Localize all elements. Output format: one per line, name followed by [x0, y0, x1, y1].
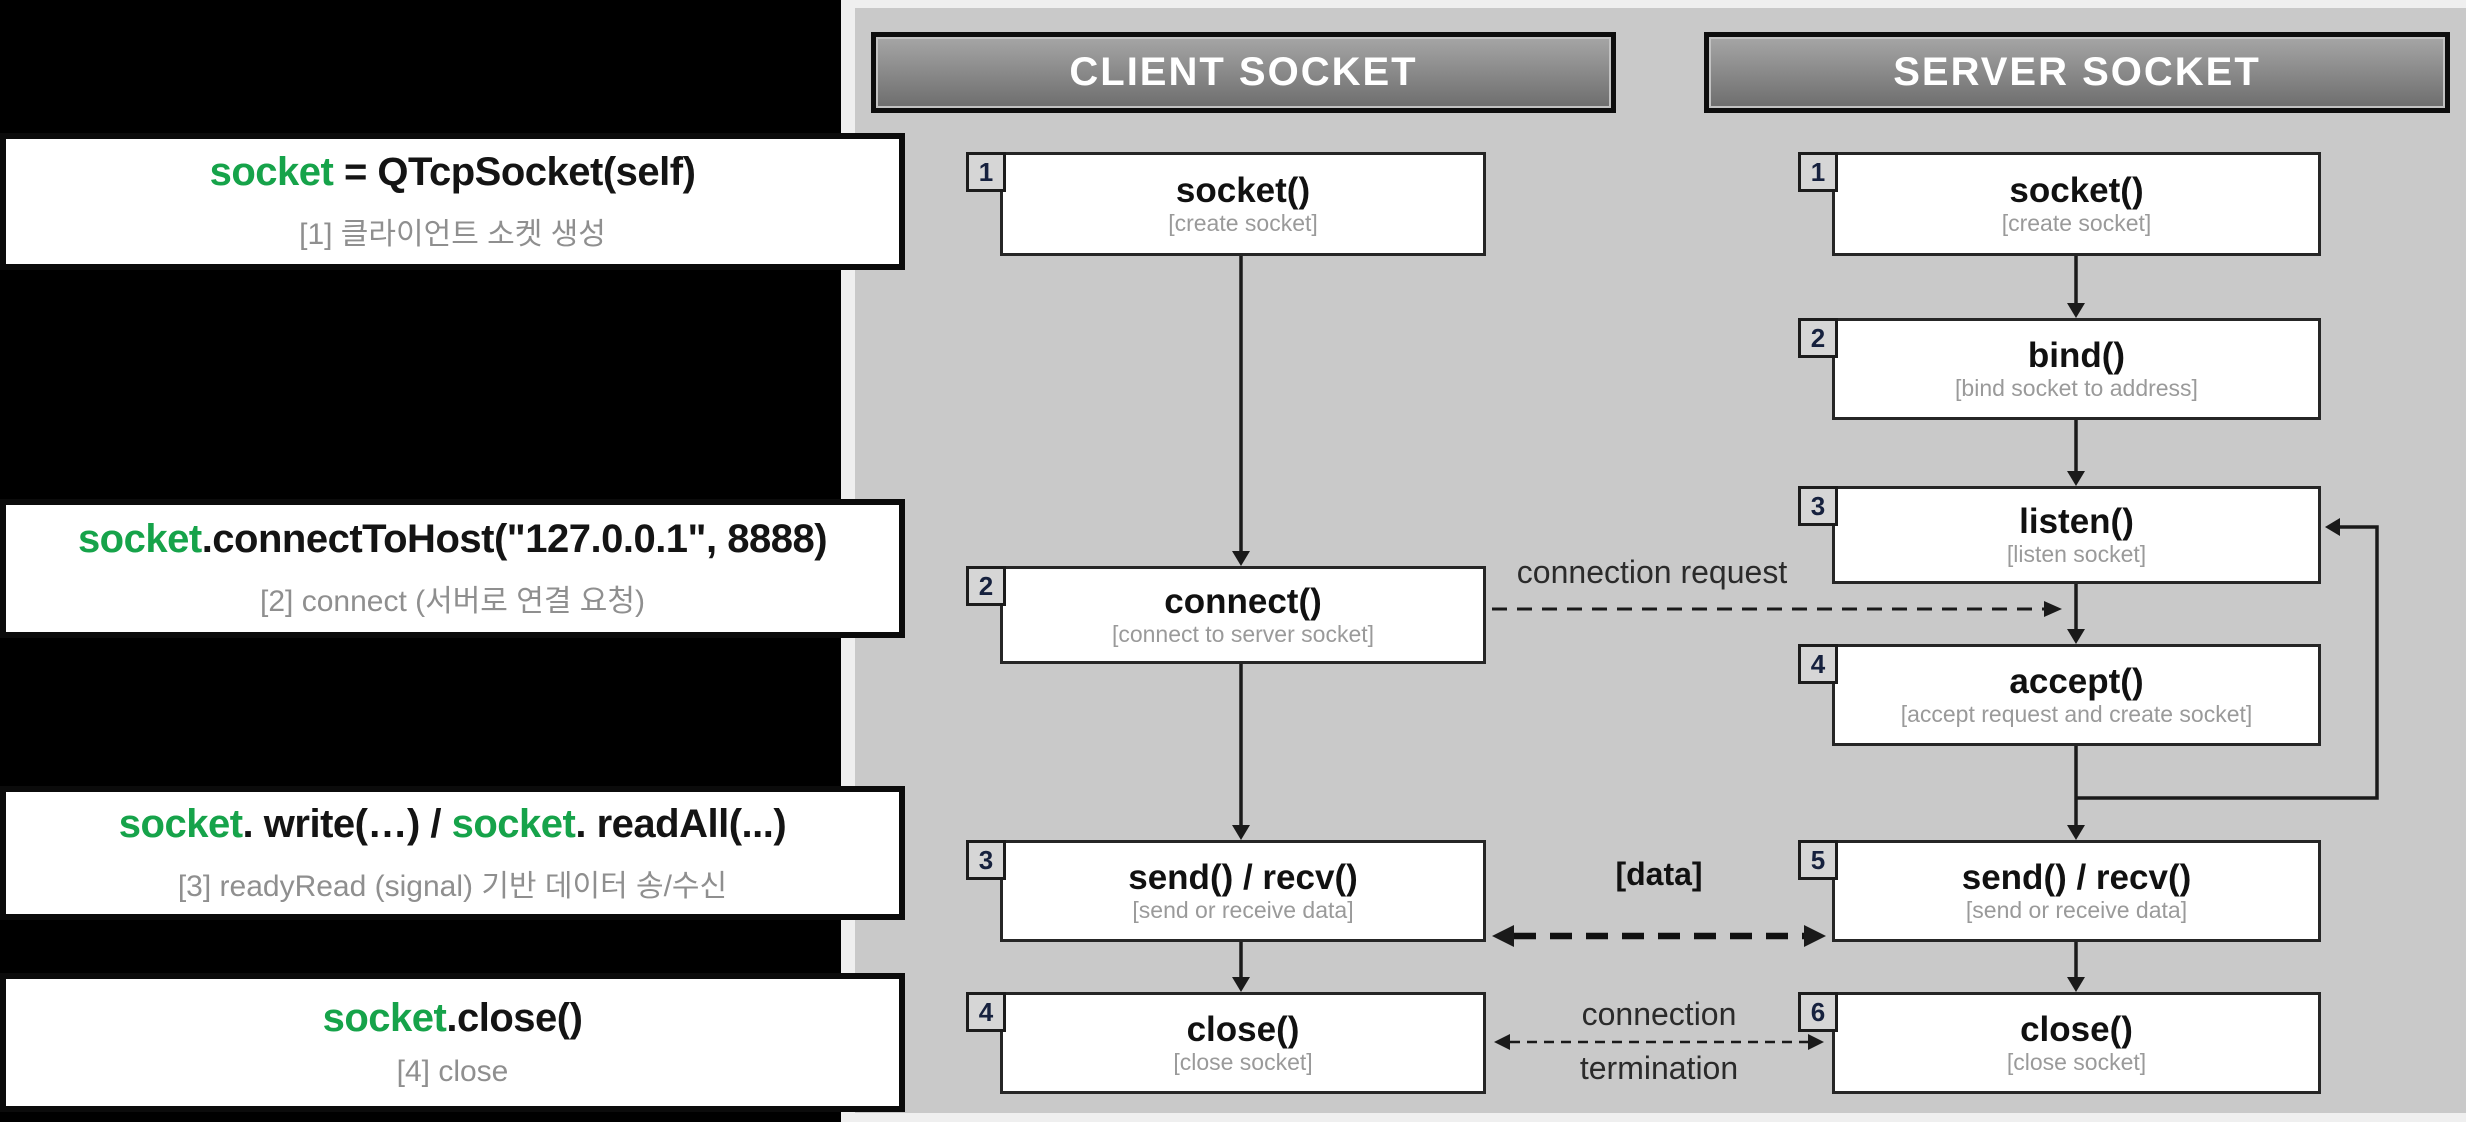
flow-box-subtitle: [listen socket]: [2006, 540, 2147, 567]
step-number-tab: 1: [966, 152, 1006, 192]
step-number-tab: 1: [1798, 152, 1838, 192]
code-note: socket = QTcpSocket(self) [1] 클라이언트 소켓 생…: [0, 133, 905, 270]
arrowhead: [1804, 925, 1826, 947]
flow-box-title: send() / recv(): [1128, 858, 1358, 898]
connection-request-label: connection request: [1516, 554, 1788, 590]
code-note: socket.connectToHost("127.0.0.1", 8888) …: [0, 499, 905, 638]
code-note: socket.close() [4] close: [0, 973, 905, 1112]
flow-box-client-close: 4 close() [close socket]: [966, 992, 1486, 1094]
client-socket-header-label: CLIENT SOCKET: [1069, 50, 1418, 94]
flow-box-client-socket: 1 socket() [create socket]: [966, 152, 1486, 256]
flow-box-server-send-recv: 5 send() / recv() [send or receive data]: [1798, 840, 2321, 942]
flow-box-client-connect: 2 connect() [connect to server socket]: [966, 566, 1486, 664]
code-line: socket.close(): [323, 996, 583, 1041]
code-segment: socket: [77, 517, 202, 561]
step-number-tab: 2: [966, 566, 1006, 606]
flow-box-subtitle: [close socket]: [1173, 1048, 1313, 1075]
flow-box-subtitle: [bind socket to address]: [1955, 374, 2198, 401]
step-number-tab: 6: [1798, 992, 1838, 1032]
code-line: socket = QTcpSocket(self): [210, 150, 696, 195]
code-segment: .close(): [446, 996, 583, 1040]
flow-box-server-listen: 3 listen() [listen socket]: [1798, 486, 2321, 584]
flow-box-subtitle: [close socket]: [2006, 1048, 2147, 1075]
flow-box-server-accept: 4 accept() [accept request and create so…: [1798, 644, 2321, 746]
server-socket-header: SERVER SOCKET: [1704, 32, 2450, 113]
arrowhead: [1232, 551, 1250, 566]
arrowhead: [2067, 825, 2085, 840]
flow-box-subtitle: [create socket]: [1168, 209, 1318, 236]
step-number-tab: 3: [966, 840, 1006, 880]
data-label: [data]: [1615, 856, 1703, 892]
step-number-tab: 5: [1798, 840, 1838, 880]
arrowhead: [2044, 601, 2062, 617]
flow-box-title: socket(): [1175, 171, 1311, 211]
code-segment: socket: [451, 801, 576, 846]
arrowhead: [1232, 977, 1250, 992]
arrowhead: [2067, 471, 2085, 486]
flow-box-title: close(): [2020, 1010, 2133, 1050]
code-caption: [3] readyRead (signal) 기반 데이터 송/수신: [177, 869, 728, 903]
code-caption: [1] 클라이언트 소켓 생성: [299, 218, 606, 251]
code-line: socket. write(…) / socket. readAll(...): [118, 801, 787, 847]
flow-box-subtitle: [create socket]: [2001, 209, 2152, 236]
flow-box-title: connect(): [1164, 582, 1322, 622]
code-segment: socket: [322, 996, 447, 1040]
arrowhead: [1494, 1034, 1510, 1050]
step-number-tab: 3: [1798, 486, 1838, 526]
code-segment: socket: [209, 150, 334, 194]
step-number-tab: 2: [1798, 318, 1838, 358]
flow-box-subtitle: [send or receive data]: [1132, 896, 1354, 923]
flow-box-title: accept(): [2009, 662, 2144, 702]
arrowhead: [2067, 977, 2085, 992]
code-segment: .connectToHost("127.0.0.1", 8888): [201, 517, 828, 561]
arrowhead: [2325, 518, 2340, 536]
flow-box-title: close(): [1186, 1010, 1300, 1050]
flow-box-subtitle: [accept request and create socket]: [1900, 700, 2253, 727]
arrowhead: [2067, 629, 2085, 644]
arrow-accept-loop-to-listen: [2076, 525, 2379, 800]
flow-box-server-socket: 1 socket() [create socket]: [1798, 152, 2321, 256]
flow-box-title: listen(): [2019, 502, 2134, 542]
flow-box-subtitle: [send or receive data]: [1965, 896, 2188, 923]
arrowhead: [1232, 825, 1250, 840]
code-segment: socket: [118, 801, 243, 846]
step-number-tab: 4: [1798, 644, 1838, 684]
termination-label-line2: termination: [1579, 1050, 1739, 1086]
flow-box-subtitle: [connect to server socket]: [1111, 620, 1375, 647]
client-socket-header: CLIENT SOCKET: [871, 32, 1616, 113]
server-socket-header-label: SERVER SOCKET: [1893, 50, 2261, 94]
termination-label-line1: connection: [1581, 996, 1737, 1032]
arrowhead: [1492, 925, 1514, 947]
code-caption: [2] connect (서버로 연결 요청): [260, 585, 645, 618]
flow-box-title: socket(): [2009, 171, 2144, 211]
flow-box-title: send() / recv(): [1961, 858, 2192, 898]
step-number-tab: 4: [966, 992, 1006, 1032]
code-segment: . write(…) /: [242, 801, 452, 846]
flow-box-server-bind: 2 bind() [bind socket to address]: [1798, 318, 2321, 420]
flow-box-server-close: 6 close() [close socket]: [1798, 992, 2321, 1094]
code-segment: . readAll(...): [575, 801, 787, 846]
code-caption: [4] close: [396, 1055, 509, 1088]
arrowhead: [1808, 1034, 1824, 1050]
flow-box-title: bind(): [2027, 336, 2126, 376]
flow-box-client-send-recv: 3 send() / recv() [send or receive data]: [966, 840, 1486, 942]
code-note: socket. write(…) / socket. readAll(...) …: [0, 786, 905, 920]
arrowhead: [2067, 303, 2085, 318]
code-segment: = QTcpSocket(self): [333, 150, 696, 194]
code-line: socket.connectToHost("127.0.0.1", 8888): [77, 517, 828, 562]
